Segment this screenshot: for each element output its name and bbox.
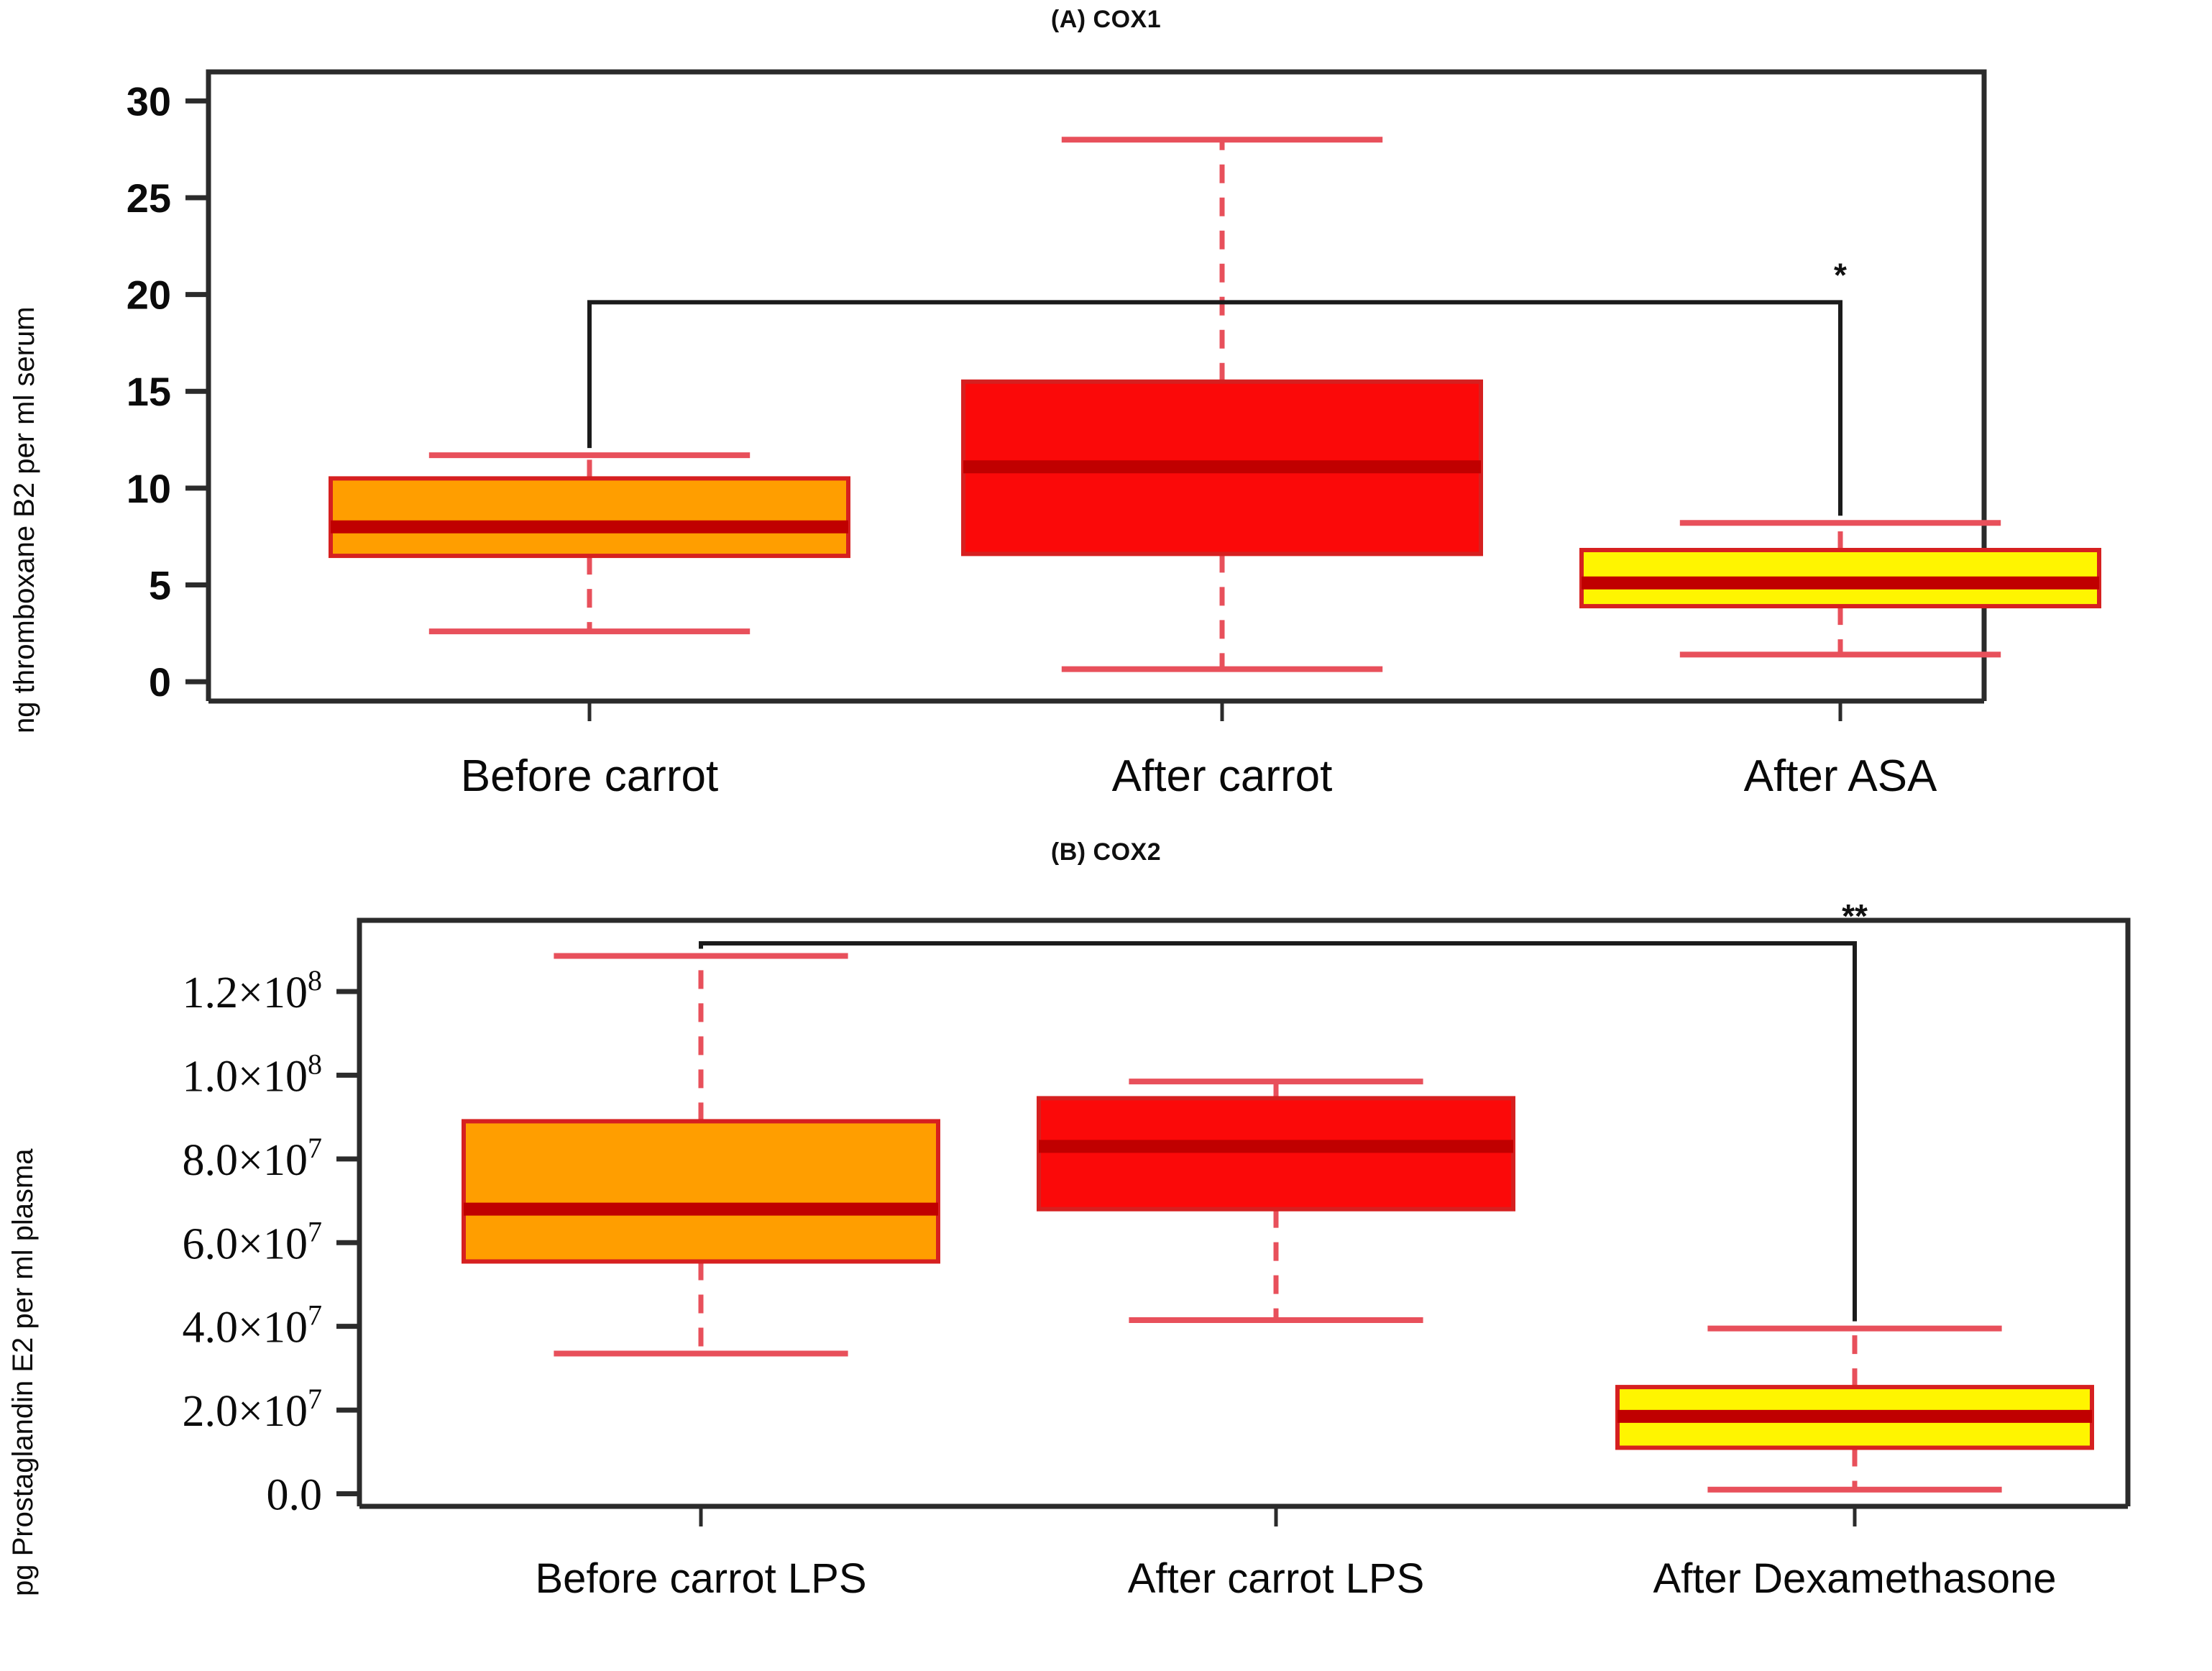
y-tick-label: 20 bbox=[127, 273, 171, 318]
x-axis-category-label: Before carrot bbox=[461, 751, 718, 801]
plot-frame bbox=[206, 69, 1987, 701]
x-axis-category-label: After carrot LPS bbox=[1128, 1555, 1425, 1602]
y-tick-label: 0 bbox=[149, 659, 171, 705]
boxplot-1 bbox=[329, 452, 850, 635]
box-iqr bbox=[329, 476, 850, 559]
x-axis-category-label: After carrot bbox=[1112, 751, 1333, 801]
y-tick-label: 30 bbox=[127, 78, 171, 124]
y-tick-label: 1.2×108 bbox=[183, 964, 322, 1017]
y-tick-label: 10 bbox=[127, 466, 171, 511]
panel-cox1: (A) COX1 ng thromboxane B2 per ml serum … bbox=[0, 0, 2212, 834]
y-tick-label: 15 bbox=[127, 369, 171, 414]
boxplot-3 bbox=[1579, 520, 2101, 658]
panel-a-title: (A) COX1 bbox=[1050, 6, 1162, 33]
panel-b-title: (B) COX2 bbox=[1050, 838, 1162, 866]
y-tick-label: 25 bbox=[127, 175, 171, 221]
panel-cox2: (B) COX2 pg Prostaglandin E2 per ml plas… bbox=[0, 834, 2212, 1671]
boxplot-1 bbox=[462, 953, 940, 1357]
boxplot-3 bbox=[1615, 1325, 2094, 1493]
y-tick-label: 1.0×108 bbox=[183, 1048, 322, 1101]
plot-frame bbox=[357, 917, 2131, 1506]
significance-marker: * bbox=[1834, 256, 1847, 293]
y-tick-label: 4.0×107 bbox=[183, 1299, 322, 1352]
y-tick-label: 0.0 bbox=[267, 1471, 323, 1520]
panel-b-plot: 0.0 2.0×107 4.0×107 6.0×107 8.0×107 1.0×108 1.… bbox=[183, 897, 2131, 1602]
boxplot-2 bbox=[961, 137, 1483, 672]
y-tick-label: 8.0×107 bbox=[183, 1132, 322, 1185]
y-tick-label: 2.0×107 bbox=[183, 1383, 322, 1436]
x-axis-category-label: After Dexamethasone bbox=[1653, 1555, 2057, 1602]
x-axis-category-label: After ASA bbox=[1744, 751, 1937, 801]
panel-a-y-axis-title: ng thromboxane B2 per ml serum bbox=[9, 306, 40, 733]
panel-b-y-axis-title: pg Prostaglandin E2 per ml plasma bbox=[7, 1148, 39, 1596]
x-axis-category-label: Before carrot LPS bbox=[536, 1555, 867, 1602]
y-tick-label: 6.0×107 bbox=[183, 1215, 322, 1268]
y-tick-label: 5 bbox=[149, 562, 171, 608]
box-iqr bbox=[1037, 1096, 1515, 1212]
boxplot-2 bbox=[1037, 1079, 1515, 1323]
significance-bracket bbox=[587, 300, 1842, 516]
significance-marker: ** bbox=[1842, 897, 1868, 935]
significance-bracket bbox=[699, 941, 1857, 1322]
box-iqr bbox=[462, 1119, 940, 1264]
